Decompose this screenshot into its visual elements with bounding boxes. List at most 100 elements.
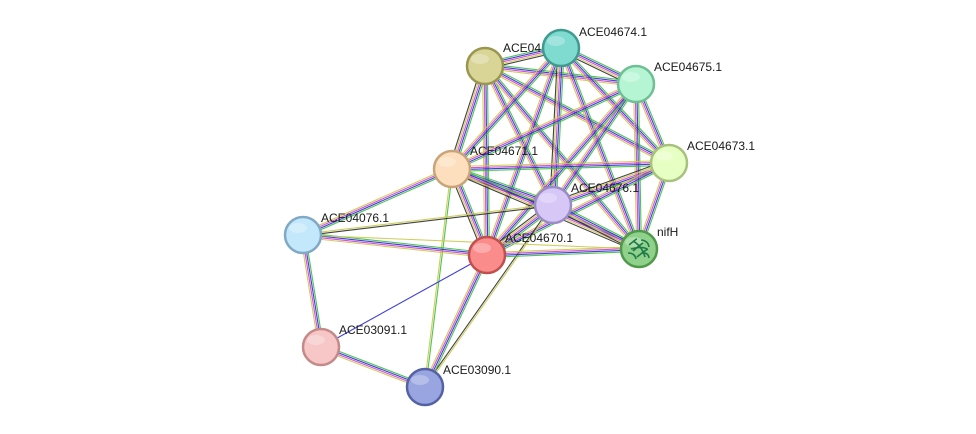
node-ace04076-1[interactable]: [283, 215, 323, 255]
edge-ace04674-1-ace04670-1[interactable]: [484, 47, 564, 256]
node-ace04670-1[interactable]: [467, 235, 507, 275]
node-highlight: [655, 151, 673, 161]
edge-ace04675-1-ace04671-1[interactable]: [450, 81, 638, 172]
edge-strand-green: [453, 49, 564, 171]
edge-strand-olive: [302, 234, 640, 250]
edge-strand-black: [423, 204, 553, 387]
edge-strand-magenta: [302, 235, 487, 257]
edge-strand-green: [452, 164, 670, 172]
edge-ace04076-1-nifh[interactable]: [302, 234, 640, 250]
protein-structure-icon: [627, 238, 650, 260]
edge-strand-green: [303, 170, 454, 238]
node-circle[interactable]: [541, 28, 581, 68]
edge-strand-olive: [302, 236, 487, 258]
edge-strand-green: [486, 65, 490, 255]
edge-strand-olive: [484, 67, 636, 87]
node-ace03090-1[interactable]: [405, 367, 445, 407]
node-nifh[interactable]: [619, 229, 659, 269]
node-ace03091-1[interactable]: [301, 327, 341, 367]
edge-strand-magenta: [559, 48, 639, 250]
edge-strand-magenta: [451, 161, 669, 169]
node-label-ace04674-1: ACE04674.1: [579, 25, 647, 39]
edge-strand-blue: [561, 47, 670, 163]
edge-strand-blue: [303, 233, 488, 255]
edge-nifh-ace04670-1[interactable]: [486, 246, 640, 258]
edge-ace04672-1-nifh[interactable]: [482, 64, 642, 251]
node-layer: [283, 28, 689, 407]
edge-strand-blue: [485, 64, 637, 84]
edge-strand-magenta: [485, 83, 636, 255]
edge-strand-blue: [553, 84, 638, 206]
node-circle[interactable]: [619, 229, 659, 269]
node-circle[interactable]: [432, 149, 472, 189]
node-label-ace04676-1: ACE04676.1: [571, 181, 639, 195]
node-label-ace04076-1: ACE04076.1: [321, 211, 389, 225]
node-circle[interactable]: [405, 367, 445, 407]
edge-strand-magenta: [451, 82, 636, 169]
edge-ace04674-1-nifh[interactable]: [558, 46, 642, 251]
node-highlight: [622, 72, 640, 82]
edge-strand-olive: [482, 66, 486, 256]
node-ace04674-1[interactable]: [541, 28, 581, 68]
edge-strand-olive: [425, 205, 555, 388]
node-highlight: [547, 36, 565, 46]
node-ace04676-1[interactable]: [533, 185, 573, 225]
node-circle[interactable]: [649, 143, 689, 183]
node-circle[interactable]: [533, 185, 573, 225]
edge-strand-blue: [452, 163, 670, 171]
node-circle[interactable]: [465, 46, 505, 86]
node-highlight: [289, 223, 307, 233]
edge-ace04670-1-ace03090-1[interactable]: [422, 253, 490, 389]
edge-ace04671-1-ace03090-1[interactable]: [423, 168, 454, 388]
edge-ace04673-1-ace04671-1[interactable]: [451, 160, 670, 172]
node-ace04671-1[interactable]: [432, 149, 472, 189]
edge-strand-olive: [451, 160, 669, 168]
edge-strand-blue: [425, 255, 489, 388]
edge-ace04672-1-ace04675-1[interactable]: [484, 63, 637, 87]
edge-strand-magenta: [486, 247, 639, 255]
structure-strand: [628, 238, 638, 246]
edge-strand-olive: [302, 203, 553, 235]
node-label-ace04673-1: ACE04673.1: [687, 139, 755, 153]
node-ace04675-1[interactable]: [616, 64, 656, 104]
node-label-ace03090-1: ACE03090.1: [443, 363, 511, 377]
edge-ace04671-1-ace04076-1[interactable]: [301, 166, 454, 238]
edge-strand-blue: [303, 169, 453, 237]
edge-strand-green: [488, 85, 639, 257]
edge-strand-olive: [484, 47, 560, 255]
edge-strand-magenta: [451, 47, 561, 169]
edge-ace04676-1-ace03090-1[interactable]: [423, 204, 555, 388]
edge-ace03091-1-ace04670-1[interactable]: [320, 254, 488, 348]
edge-strand-olive: [483, 67, 669, 166]
edge-strand-blue: [561, 47, 641, 249]
edge-strand-olive: [482, 67, 638, 251]
node-circle[interactable]: [467, 235, 507, 275]
node-ace04673-1[interactable]: [649, 143, 689, 183]
node-label-ace04671-1: ACE04671.1: [470, 144, 538, 158]
edge-strand-magenta: [302, 167, 452, 235]
edge-ace04674-1-ace04671-1[interactable]: [449, 46, 564, 171]
edge-strand-olive: [449, 46, 560, 168]
edge-strand-green: [562, 45, 672, 162]
node-label-ace04675-1: ACE04675.1: [654, 60, 722, 74]
edge-ace04672-1-ace04670-1[interactable]: [482, 65, 490, 256]
edge-strand-olive: [423, 168, 452, 387]
node-circle[interactable]: [301, 327, 341, 367]
edge-strand-green: [452, 85, 638, 172]
node-ace04672-1[interactable]: [465, 46, 505, 86]
edge-strand-olive: [558, 48, 638, 251]
node-circle[interactable]: [283, 215, 323, 255]
edge-strand-magenta: [484, 66, 636, 86]
edge-ace04676-1-ace04076-1[interactable]: [302, 203, 554, 237]
node-highlight: [539, 193, 557, 203]
edge-strand-blue: [452, 84, 637, 171]
edge-strand-blue: [320, 254, 488, 348]
node-circle[interactable]: [616, 64, 656, 104]
edge-strand-olive: [450, 81, 636, 168]
edge-strand-green: [488, 48, 564, 256]
edge-strand-olive: [301, 166, 452, 234]
edge-strand-green: [425, 169, 454, 388]
edge-strand-green: [486, 64, 642, 248]
edge-strand-olive: [422, 253, 486, 387]
